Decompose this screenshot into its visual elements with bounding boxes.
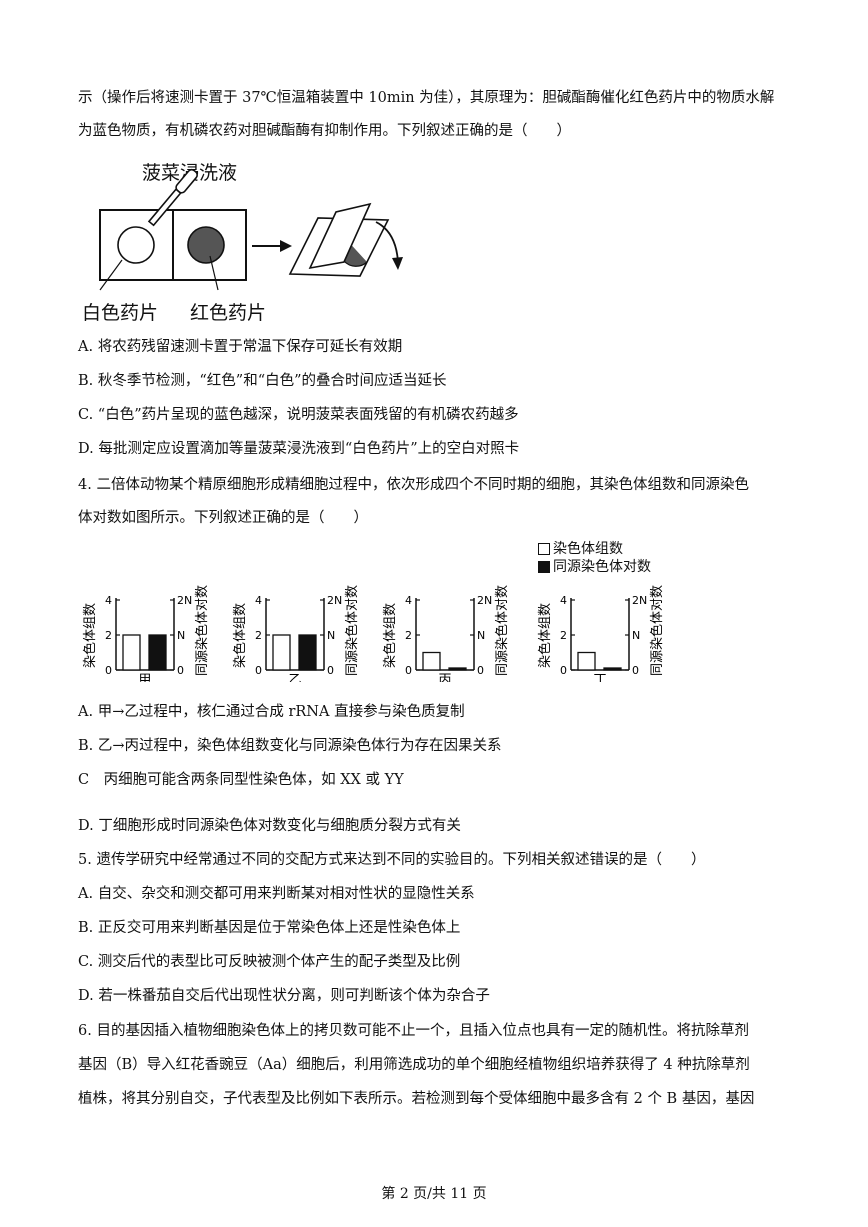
bar-chart-2: 染色体组数 同源染色体对数 0 2 4 0 N 2N 乙 xyxy=(232,585,360,682)
right-tick-label: N xyxy=(477,629,485,642)
right-axis-title: 同源染色体对数 xyxy=(649,585,665,676)
bar-chart-1: 染色体组数 同源染色体对数 0 2 4 0 N 2N 甲 xyxy=(82,585,210,682)
bar-homologous-pairs xyxy=(448,667,467,671)
q3-option-b: B. 秋冬季节检测，“红色”和“白色”的叠合时间应适当延长 xyxy=(78,373,447,389)
right-tick-label: 2N xyxy=(477,594,492,607)
legend-swatch-filled xyxy=(538,561,550,573)
right-axis-title: 同源染色体对数 xyxy=(344,585,360,676)
left-tick-label: 0 xyxy=(255,664,262,677)
left-tick-label: 0 xyxy=(560,664,567,677)
left-tick-label: 4 xyxy=(255,594,262,607)
left-tick-label: 0 xyxy=(405,664,412,677)
q4-option-b: B. 乙→丙过程中，染色体组数变化与同源染色体行为存在因果关系 xyxy=(78,738,502,754)
red-tablet-label: 红色药片 xyxy=(190,302,267,324)
q4-option-d: D. 丁细胞形成时同源染色体对数变化与细胞质分裂方式有关 xyxy=(78,818,461,834)
q5-option-d: D. 若一株番茄自交后代出现性状分离，则可判断该个体为杂合子 xyxy=(78,988,490,1004)
right-tick-label: N xyxy=(177,629,185,642)
bar-chromosome-groups xyxy=(422,651,441,671)
legend-item-pairs: 同源染色体对数 xyxy=(538,558,651,576)
q5-stem: 5. 遗传学研究中经常通过不同的交配方式来达到不同的实验目的。下列相关叙述错误的… xyxy=(78,852,706,868)
intro-line-1: 示（操作后将速测卡置于 37℃恒温箱装置中 10min 为佳），其原理为：胆碱酯… xyxy=(78,90,775,106)
right-tick-label: 2N xyxy=(632,594,647,607)
left-tick-label: 4 xyxy=(560,594,567,607)
intro-line-2: 为蓝色物质，有机磷农药对胆碱酯酶有抑制作用。下列叙述正确的是（ ） xyxy=(78,123,571,139)
left-tick-label: 2 xyxy=(255,629,262,642)
q4-stem-line-2: 体对数如图所示。下列叙述正确的是（ ） xyxy=(78,510,368,526)
left-axis-title: 染色体组数 xyxy=(382,603,398,668)
right-tick-label: 0 xyxy=(177,664,184,677)
left-tick-label: 2 xyxy=(560,629,567,642)
bar-chart-3: 染色体组数 同源染色体对数 0 2 4 0 N 2N 丙 xyxy=(382,585,510,682)
q4-option-a: A. 甲→乙过程中，核仁通过合成 rRNA 直接参与染色质复制 xyxy=(78,704,465,720)
left-tick-label: 4 xyxy=(405,594,412,607)
left-axis-title: 染色体组数 xyxy=(82,603,98,668)
q5-option-c: C. 测交后代的表型比可反映被测个体产生的配子类型及比例 xyxy=(78,954,461,970)
right-tick-label: 0 xyxy=(327,664,334,677)
q3-option-a: A. 将农药残留速测卡置于常温下保存可延长有效期 xyxy=(78,339,403,355)
legend-label-groups: 染色体组数 xyxy=(553,541,623,557)
right-tick-label: 2N xyxy=(327,594,342,607)
bar-chart-4: 染色体组数 同源染色体对数 0 2 4 0 N 2N 丁 xyxy=(537,585,665,682)
bar-homologous-pairs xyxy=(148,634,167,671)
bar-homologous-pairs xyxy=(298,634,317,671)
q4-stem-line-1: 4. 二倍体动物某个精原细胞形成精细胞过程中，依次形成四个不同时期的细胞，其染色… xyxy=(78,477,749,493)
q5-option-a: A. 自交、杂交和测交都可用来判断某对相对性状的显隐性关系 xyxy=(78,886,475,902)
legend-item-groups: 染色体组数 xyxy=(538,540,651,558)
q5-option-b: B. 正反交可用来判断基因是位于常染色体上还是性染色体上 xyxy=(78,920,461,936)
legend-swatch-open xyxy=(538,543,550,555)
right-tick-label: N xyxy=(327,629,335,642)
left-tick-label: 2 xyxy=(405,629,412,642)
category-label: 丙 xyxy=(438,673,451,682)
q6-line-3: 植株，将其分别自交，子代表型及比例如下表所示。若检测到每个受体细胞中最多含有 2… xyxy=(78,1091,755,1107)
right-tick-label: 2N xyxy=(177,594,192,607)
q6-line-2: 基因（B）导入红花香豌豆（Aa）细胞后，利用筛选成功的单个细胞经植物组织培养获得… xyxy=(78,1057,750,1073)
right-axis-title: 同源染色体对数 xyxy=(194,585,210,676)
chart-legend: 染色体组数 同源染色体对数 xyxy=(538,540,651,576)
bar-chromosome-groups xyxy=(122,634,141,671)
left-axis-title: 染色体组数 xyxy=(232,603,248,668)
test-card-figure: 菠菜浸洗液 白色药片 红色药片 xyxy=(0,150,868,325)
left-axis-title: 染色体组数 xyxy=(537,603,553,668)
page-footer: 第 2 页/共 11 页 xyxy=(381,1186,487,1202)
q4-option-c: C 丙细胞可能含两条同型性染色体，如 XX 或 YY xyxy=(78,772,404,788)
right-tick-label: N xyxy=(632,629,640,642)
legend-label-pairs: 同源染色体对数 xyxy=(553,559,651,575)
right-axis-title: 同源染色体对数 xyxy=(494,585,510,676)
bar-chromosome-groups xyxy=(577,651,596,671)
category-label: 丁 xyxy=(593,673,606,682)
right-tick-label: 0 xyxy=(477,664,484,677)
white-tablet-label: 白色药片 xyxy=(82,302,159,324)
q3-option-d: D. 每批测定应设置滴加等量菠菜浸洗液到“白色药片”上的空白对照卡 xyxy=(78,441,520,457)
test-card-diagram xyxy=(99,168,403,291)
bar-chromosome-groups xyxy=(272,634,291,671)
left-tick-label: 2 xyxy=(105,629,112,642)
right-tick-label: 0 xyxy=(632,664,639,677)
q6-line-1: 6. 目的基因插入植物细胞染色体上的拷贝数可能不止一个，且插入位点也具有一定的随… xyxy=(78,1023,749,1039)
left-tick-label: 0 xyxy=(105,664,112,677)
bar-homologous-pairs xyxy=(603,667,622,671)
left-tick-label: 4 xyxy=(105,594,112,607)
q3-option-c: C. “白色”药片呈现的蓝色越深，说明菠菜表面残留的有机磷农药越多 xyxy=(78,407,519,423)
category-label: 乙 xyxy=(288,673,301,682)
category-label: 甲 xyxy=(138,673,151,682)
